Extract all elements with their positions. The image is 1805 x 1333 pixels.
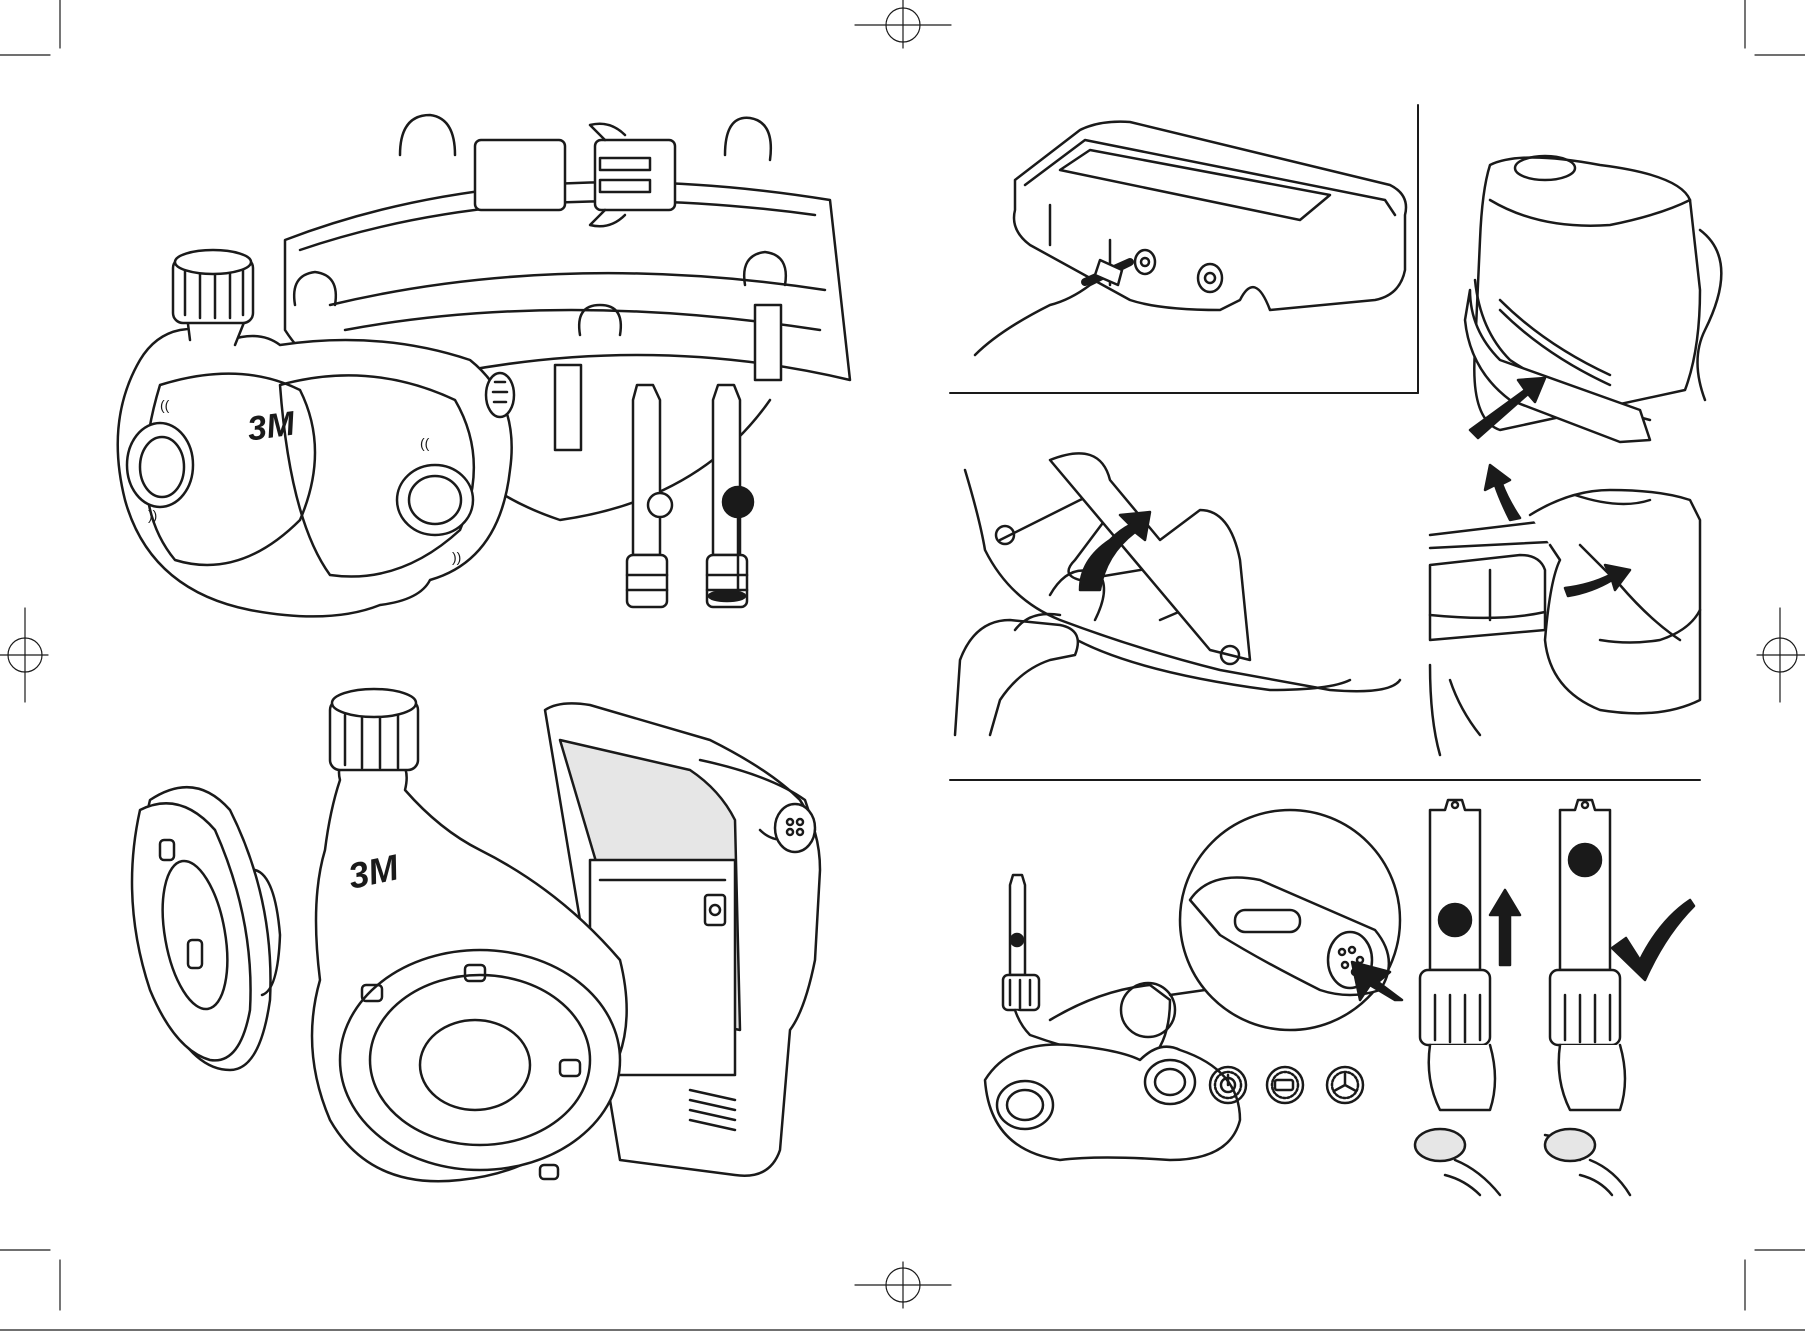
figure-battery-release [1430, 465, 1700, 755]
figure-filter-release [955, 453, 1400, 735]
svg-text:((: (( [160, 397, 170, 413]
arrow-up-icon [1490, 890, 1520, 965]
hand-icon [1415, 1115, 1630, 1195]
power-button-icon [1210, 1067, 1246, 1103]
registration-mark-top [855, 0, 951, 48]
registration-mark-left [0, 608, 48, 702]
fan-icon [1327, 1067, 1363, 1103]
hand-icon [955, 620, 1078, 735]
battery-level-icon [1267, 1067, 1303, 1103]
figure-unit-with-battery: 3M [132, 689, 820, 1181]
arrow-icon [1352, 962, 1402, 1000]
filter-icon [132, 787, 280, 1070]
curved-arrow-icon [1485, 465, 1520, 520]
figure-battery-insert [1465, 156, 1721, 442]
brand-logo: 3M [245, 404, 298, 448]
svg-text:((: (( [420, 435, 430, 451]
check-icon [1612, 900, 1694, 980]
svg-text:)): )) [148, 507, 157, 523]
figure-airflow-check [985, 800, 1694, 1195]
figure-battery-charging [950, 105, 1418, 393]
registration-mark-bottom [855, 1262, 951, 1308]
svg-text:)): )) [452, 549, 461, 565]
registration-mark-right [1757, 608, 1805, 702]
hand-icon [1530, 490, 1700, 713]
